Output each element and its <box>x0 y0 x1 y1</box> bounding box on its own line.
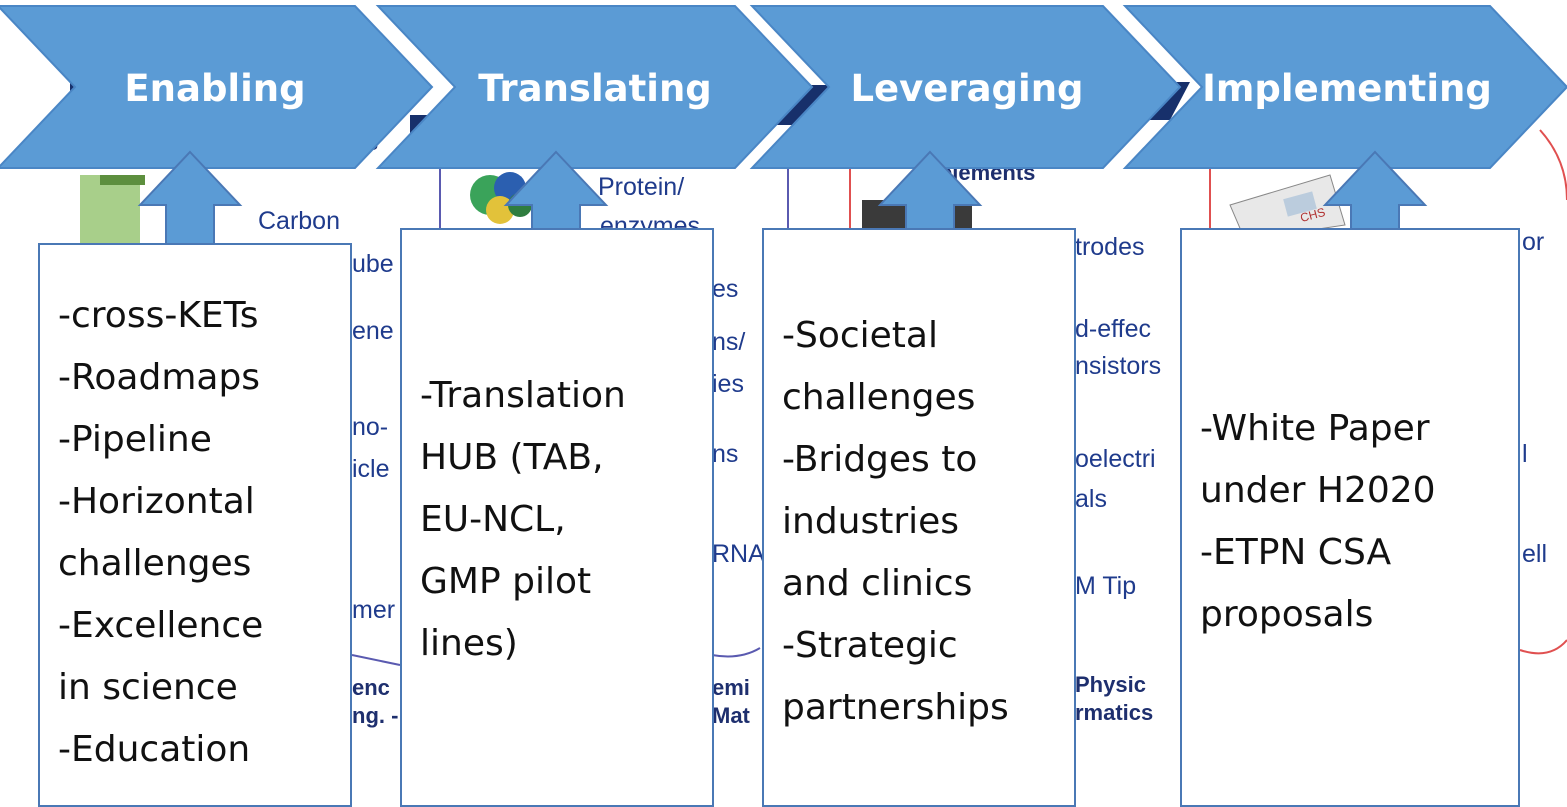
enabling-box: -cross-KETs -Roadmaps -Pipeline -Horizon… <box>38 243 352 807</box>
bg-fragment: or <box>1522 228 1545 256</box>
bg-fragment: d-effec <box>1075 315 1151 343</box>
bg-fragment: icle <box>352 455 390 483</box>
box-line: -Roadmaps <box>58 357 261 398</box>
bg-fragment: enc <box>352 675 390 700</box>
bg-fragment: ng. - <box>352 703 399 728</box>
translating-box: -Translation HUB (TAB, EU-NCL, GMP pilot… <box>400 228 714 807</box>
box-line: -Horizontal <box>58 481 255 522</box>
stage-label-translating: Translating <box>478 66 712 110</box>
bg-fragment: M Tip <box>1075 572 1137 600</box>
bg-fragment: Protein/ <box>598 173 685 201</box>
implementing-box: -White Paper under H2020 -ETPN CSA propo… <box>1180 228 1520 807</box>
bg-fragment: mer <box>352 596 396 624</box>
box-line: GMP pilot <box>420 561 592 602</box>
bg-fragment: es <box>712 275 739 303</box>
box-line: -Excellence <box>58 605 264 646</box>
stage-label-implementing: Implementing <box>1202 66 1492 110</box>
bg-fragment: Carbon <box>258 207 340 235</box>
box-line: under H2020 <box>1200 470 1436 511</box>
bg-fragment: trodes <box>1075 233 1145 261</box>
bg-fragment: RNA <box>712 540 765 568</box>
bg-fragment: no- <box>352 413 389 441</box>
box-line: -White Paper <box>1200 408 1430 449</box>
bg-fragment: Mat <box>712 703 750 728</box>
box-line: -Bridges to <box>782 439 978 480</box>
stage-label-enabling: Enabling <box>124 66 306 110</box>
box-line: EU-NCL, <box>420 499 566 540</box>
box-line: challenges <box>782 377 976 418</box>
bg-fragment: emi <box>712 675 750 700</box>
box-line: -Education <box>58 729 251 770</box>
bg-fragment: ns <box>712 440 739 468</box>
bg-fragment: oelectri <box>1075 445 1156 473</box>
bg-fragment: ies <box>712 370 744 398</box>
box-line: proposals <box>1200 594 1374 635</box>
chevron-translating <box>375 5 814 169</box>
box-line: -Societal <box>782 315 938 356</box>
chevron-enabling <box>0 5 434 169</box>
box-line: -Strategic <box>782 625 958 666</box>
box-line: and clinics <box>782 563 973 604</box>
bg-fragment: ell <box>1522 540 1548 568</box>
box-line: partnerships <box>782 687 1009 728</box>
box-line: -ETPN CSA <box>1200 532 1392 573</box>
bg-fragment: Physic <box>1075 672 1146 697</box>
bg-fragment: ube <box>352 250 394 278</box>
bg-fragment: ns/ <box>712 328 746 356</box>
stage-label-leveraging: Leveraging <box>850 66 1084 110</box>
chevron-implementing <box>1122 5 1567 169</box>
bg-fragment: rmatics <box>1075 700 1154 725</box>
leveraging-box: -Societal challenges -Bridges to industr… <box>762 228 1076 807</box>
bg-fragment: als <box>1075 485 1107 513</box>
box-line: HUB (TAB, <box>420 437 604 478</box>
box-line: -Pipeline <box>58 419 212 460</box>
bg-fragment: nsistors <box>1075 352 1162 380</box>
box-line: -Translation <box>420 375 626 416</box>
nanotube-image <box>80 175 140 255</box>
box-line: industries <box>782 501 960 542</box>
box-line: lines) <box>420 623 518 664</box>
box-line: -cross-KETs <box>58 295 259 336</box>
box-line: challenges <box>58 543 252 584</box>
box-line: in science <box>58 667 238 708</box>
chevron-leveraging <box>749 5 1182 169</box>
bg-fragment: ene <box>352 317 394 345</box>
bg-fragment: l <box>1522 440 1528 468</box>
